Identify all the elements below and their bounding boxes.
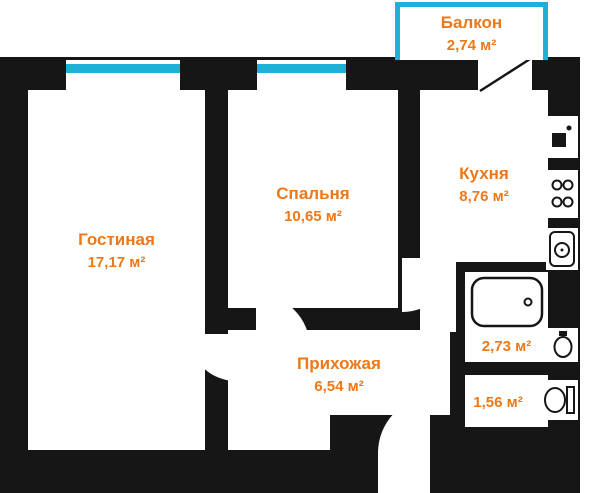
- wc-area: 1,56 м²: [473, 394, 523, 411]
- room-bedroom: [228, 90, 398, 308]
- room-kitchen: [420, 90, 548, 262]
- toilet-icon: [540, 380, 578, 420]
- kitchen-label: Кухня 8,76 м²: [420, 162, 548, 207]
- kitchen-area: 8,76 м²: [459, 187, 509, 205]
- balcony: Балкон 2,74 м²: [395, 2, 548, 60]
- living-name: Гостиная: [78, 230, 155, 249]
- room-wc: [465, 375, 548, 427]
- washer-icon: [546, 228, 578, 270]
- balcony-area: 2,74 м²: [446, 36, 497, 54]
- hallway-area: 6,54 м²: [314, 377, 364, 395]
- wash-sink-icon: [548, 328, 578, 362]
- living-label: Гостиная 17,17 м²: [28, 228, 205, 273]
- bathroom-area: 2,73 м²: [481, 338, 532, 355]
- balcony-door-icon: [478, 57, 532, 93]
- window-living-icon: [66, 57, 180, 91]
- kitchen-name: Кухня: [459, 164, 509, 183]
- window-bedroom-icon: [257, 57, 346, 91]
- window-glass-icon: [257, 64, 346, 73]
- window-glass-icon: [66, 64, 180, 73]
- wc-label: 1,56 м²: [460, 392, 536, 413]
- bathroom-label: 2,73 м²: [465, 336, 548, 357]
- stove-icon: [546, 170, 578, 218]
- room-living: [28, 90, 205, 450]
- bathtub-icon: [468, 274, 546, 330]
- entrance-opening: [378, 450, 430, 493]
- hallway-label: Прихожая 6,54 м²: [228, 352, 450, 397]
- balcony-name: Балкон: [440, 13, 503, 33]
- kitchen-unit-icon: [546, 116, 578, 158]
- bedroom-area: 10,65 м²: [284, 207, 342, 225]
- balcony-label: Балкон 2,74 м²: [441, 11, 502, 56]
- hallway-name: Прихожая: [297, 354, 381, 373]
- bedroom-label: Спальня 10,65 м²: [228, 182, 398, 227]
- bedroom-name: Спальня: [276, 184, 350, 203]
- living-area: 17,17 м²: [87, 253, 146, 271]
